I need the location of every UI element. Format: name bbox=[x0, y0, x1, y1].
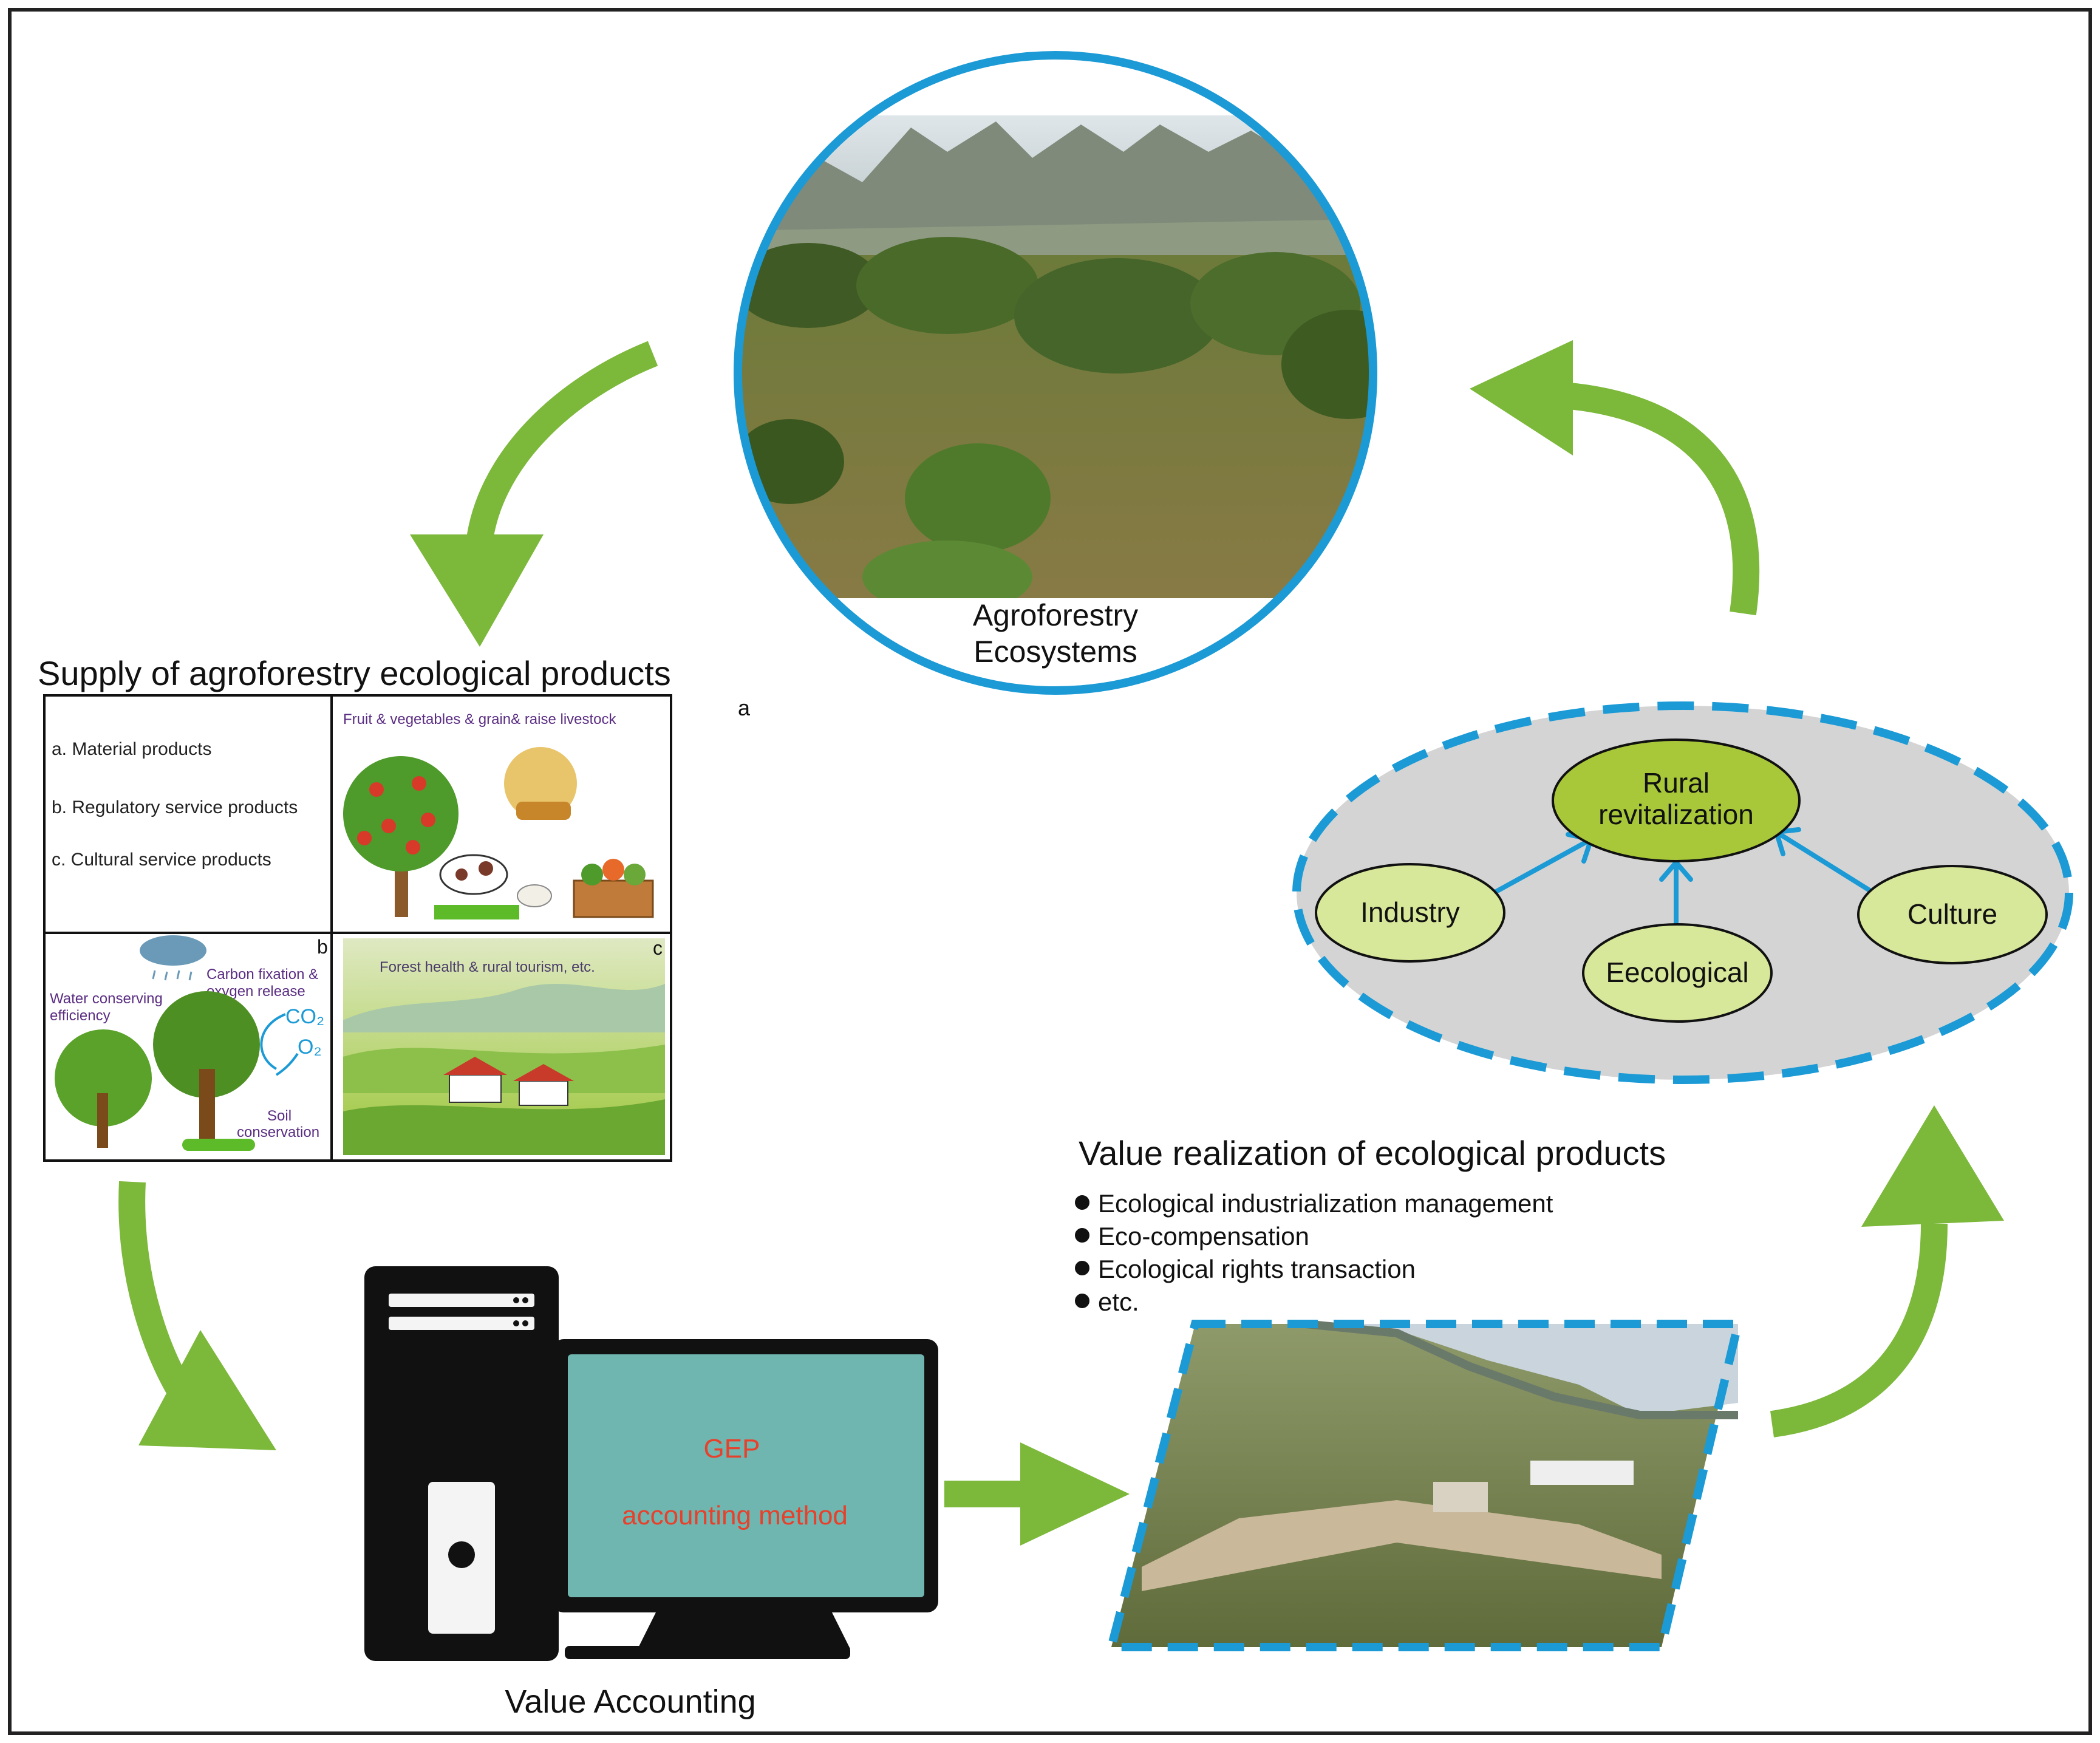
co2-flow-arrow bbox=[260, 1013, 286, 1070]
arrow-head-accounting bbox=[138, 1330, 276, 1450]
dirt-road bbox=[1142, 1500, 1662, 1591]
co2-label: CO₂ bbox=[285, 1005, 324, 1028]
photo-dashed-border bbox=[1105, 1320, 1744, 1651]
ecological-label: Eecological bbox=[1606, 957, 1748, 988]
small-tree-icon bbox=[55, 1029, 152, 1127]
value-accounting-computer: GEP accounting method Value Accounting bbox=[364, 1266, 938, 1720]
bullet-list: Ecological industrialization management … bbox=[1075, 1189, 1553, 1316]
rural-revitalization-node bbox=[1552, 738, 1801, 862]
cultural-caption: Forest health & rural tourism, etc. bbox=[380, 959, 595, 975]
legend-regulatory: b. Regulatory service products bbox=[52, 797, 298, 817]
revitalization-outer-ellipse bbox=[1292, 701, 2073, 1084]
bullet-item: etc. bbox=[1098, 1288, 1139, 1316]
monitor-base bbox=[565, 1646, 850, 1659]
accounting-method-label: accounting method bbox=[622, 1501, 848, 1530]
rural-label-line2: revitalization bbox=[1598, 799, 1754, 830]
hillside-orchard-aerial-photo bbox=[1111, 1320, 1738, 1647]
large-tree-icon bbox=[153, 991, 260, 1098]
value-realization-title: Value realization of ecological products bbox=[1079, 1134, 1666, 1172]
ecosystem-node: Agroforestry Ecosystems bbox=[734, 51, 1377, 695]
farm-shed bbox=[1530, 1461, 1634, 1485]
rural-revitalization-block: Rural revitalization Industry Eecologica… bbox=[1292, 701, 2073, 1084]
industry-label: Industry bbox=[1360, 896, 1460, 928]
farm-building bbox=[1433, 1482, 1488, 1512]
arrow-head-down bbox=[410, 534, 544, 647]
panel-b-tag: b bbox=[317, 936, 328, 958]
value-realization-block: Value realization of ecological products… bbox=[1075, 1134, 1744, 1651]
arrow-revitalization-to-ecosystem bbox=[1553, 381, 1760, 616]
gep-label: GEP bbox=[704, 1434, 760, 1464]
value-accounting-label: Value Accounting bbox=[505, 1683, 755, 1720]
bullet-dot bbox=[1075, 1228, 1089, 1243]
supply-title: Supply of agroforestry ecological produc… bbox=[38, 654, 671, 692]
sheep-icon bbox=[517, 884, 552, 907]
industry-node bbox=[1315, 863, 1505, 963]
ecosystem-label-line1: Agroforestry bbox=[973, 598, 1138, 632]
legend-material: a. Material products bbox=[52, 739, 211, 759]
water-label-line1: Water conserving bbox=[50, 991, 163, 1007]
bullet-dot bbox=[1075, 1294, 1089, 1308]
ecological-node bbox=[1582, 923, 1773, 1023]
culture-node bbox=[1857, 865, 2048, 964]
legend-cultural: c. Cultural service products bbox=[52, 850, 271, 870]
apple-tree-icon bbox=[343, 756, 459, 872]
cow-icon bbox=[439, 854, 508, 895]
arrow-head-left bbox=[1470, 340, 1573, 455]
material-caption: Fruit & vegetables & grain& raise livest… bbox=[343, 711, 617, 728]
regulatory-services-illustration: b Carbon fixation & oxygen release Water… bbox=[50, 935, 328, 1151]
arrow-heads bbox=[138, 340, 2004, 1546]
computer-tower-icon bbox=[364, 1266, 559, 1661]
farmhouse-icon bbox=[449, 1074, 502, 1103]
arrow-head-up bbox=[1861, 1105, 2004, 1227]
soil-label-line1: Soil bbox=[267, 1108, 291, 1124]
grass-patch bbox=[434, 905, 519, 919]
arrow-value-to-revitalization bbox=[1770, 1223, 1948, 1438]
rain-drops bbox=[152, 970, 193, 981]
soil-label-line2: conservation bbox=[237, 1124, 319, 1141]
material-products-illustration: Fruit & vegetables & grain& raise livest… bbox=[343, 711, 654, 919]
arrow-ecosystem-to-supply bbox=[465, 341, 658, 551]
bullet-dot bbox=[1075, 1195, 1089, 1210]
carbon-label-line1: Carbon fixation & bbox=[206, 966, 318, 983]
rain-cloud-icon bbox=[140, 935, 206, 966]
power-button-icon bbox=[448, 1541, 475, 1568]
ecosystem-label-line2: Ecosystems bbox=[973, 635, 1137, 669]
bullet-item: Eco-compensation bbox=[1098, 1222, 1309, 1250]
bullet-dot bbox=[1075, 1261, 1089, 1275]
o2-label: O₂ bbox=[298, 1035, 322, 1059]
culture-label: Culture bbox=[1907, 898, 1997, 930]
ecosystem-ring bbox=[734, 51, 1377, 695]
vegetable-crate-icon bbox=[573, 879, 654, 918]
rural-label-line1: Rural bbox=[1643, 767, 1710, 799]
soil-grass-icon bbox=[182, 1139, 255, 1151]
panel-a-tag: a bbox=[738, 695, 751, 720]
bullet-item: Ecological industrialization management bbox=[1098, 1189, 1553, 1218]
o2-flow-arrow bbox=[275, 1052, 299, 1076]
water-label-line2: efficiency bbox=[50, 1008, 111, 1024]
arrow-head-right bbox=[1020, 1442, 1130, 1546]
monitor-screen bbox=[568, 1354, 924, 1597]
cultural-services-illustration: Forest health & rural tourism, etc. c bbox=[343, 937, 665, 1155]
supply-panel: Supply of agroforestry ecological produc… bbox=[38, 654, 751, 1162]
panel-c-tag: c bbox=[653, 937, 663, 959]
monitor-stand bbox=[638, 1612, 850, 1649]
bullet-item: Ecological rights transaction bbox=[1098, 1255, 1416, 1283]
